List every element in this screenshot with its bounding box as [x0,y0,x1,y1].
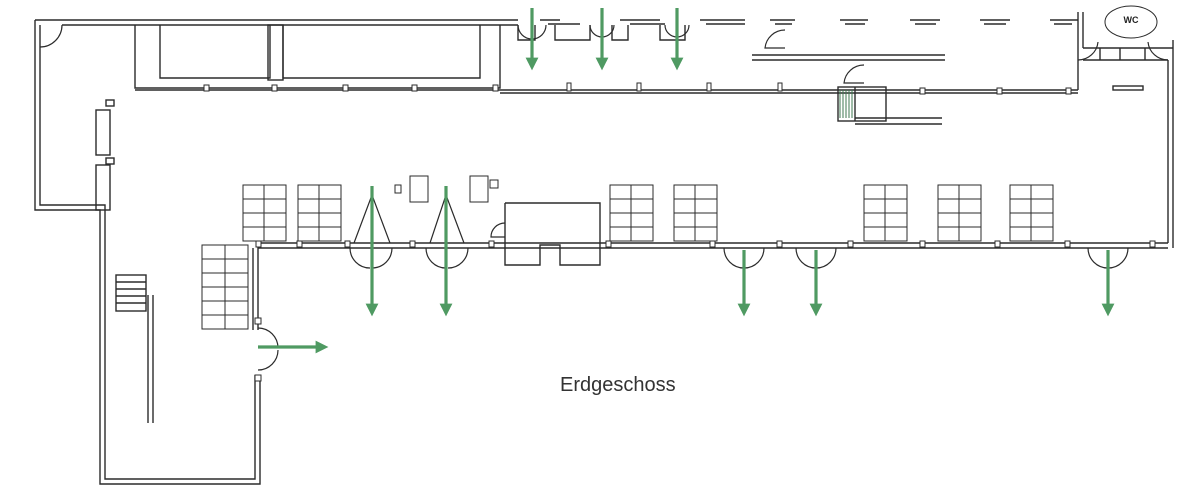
door-swing [353,194,391,244]
top-wall-segments [540,19,1078,25]
upper-room-inner-2 [282,25,481,79]
door-swing [371,247,393,269]
door-swing [723,247,745,269]
door-swing [257,349,279,371]
reception-block [504,202,601,266]
door-swing [517,24,533,40]
upper-room-inner [159,25,271,79]
tables [201,5,1158,330]
door-swing [39,24,63,48]
west-column-1 [95,109,111,156]
door-swing [447,247,469,269]
toilet-icon [1104,5,1158,39]
west-stairs [115,274,147,312]
top-niches [517,25,686,41]
posts [203,82,1156,382]
west-column-small [105,99,115,107]
wc-label: WC [1123,15,1139,25]
door-swing [425,247,447,269]
door-swing [764,29,786,49]
door-swing [257,327,279,349]
door-swing [1147,41,1169,61]
wc-sink [1112,85,1144,91]
door-swing [795,247,817,269]
door-swing [589,24,603,38]
door-swing [743,247,765,269]
door-swings [39,24,1169,371]
door-swing [1087,247,1109,269]
west-column-2 [95,164,111,211]
outer-wall-top [34,20,261,485]
desk [409,175,429,203]
door-swing [843,64,865,84]
exit-arrows [258,8,1115,354]
door-swing [490,222,506,238]
desk [469,175,489,203]
door-swing [664,24,678,38]
stair-hatch [839,90,853,118]
upper-room-wall [134,25,501,89]
door-swing [531,24,547,40]
door-swing [815,247,837,269]
walls [34,12,1174,485]
column [267,24,284,81]
west-column-small-2 [105,157,115,165]
floor-label: Erdgeschoss [560,374,676,396]
door-swing [1077,41,1099,61]
door-swing [1107,247,1129,269]
door-swing [676,24,690,38]
outer-wall-top-inner [39,25,256,480]
east-stairs [837,86,887,122]
door-swing [429,194,465,244]
door-swing [349,247,371,269]
wc-block [1083,47,1173,61]
